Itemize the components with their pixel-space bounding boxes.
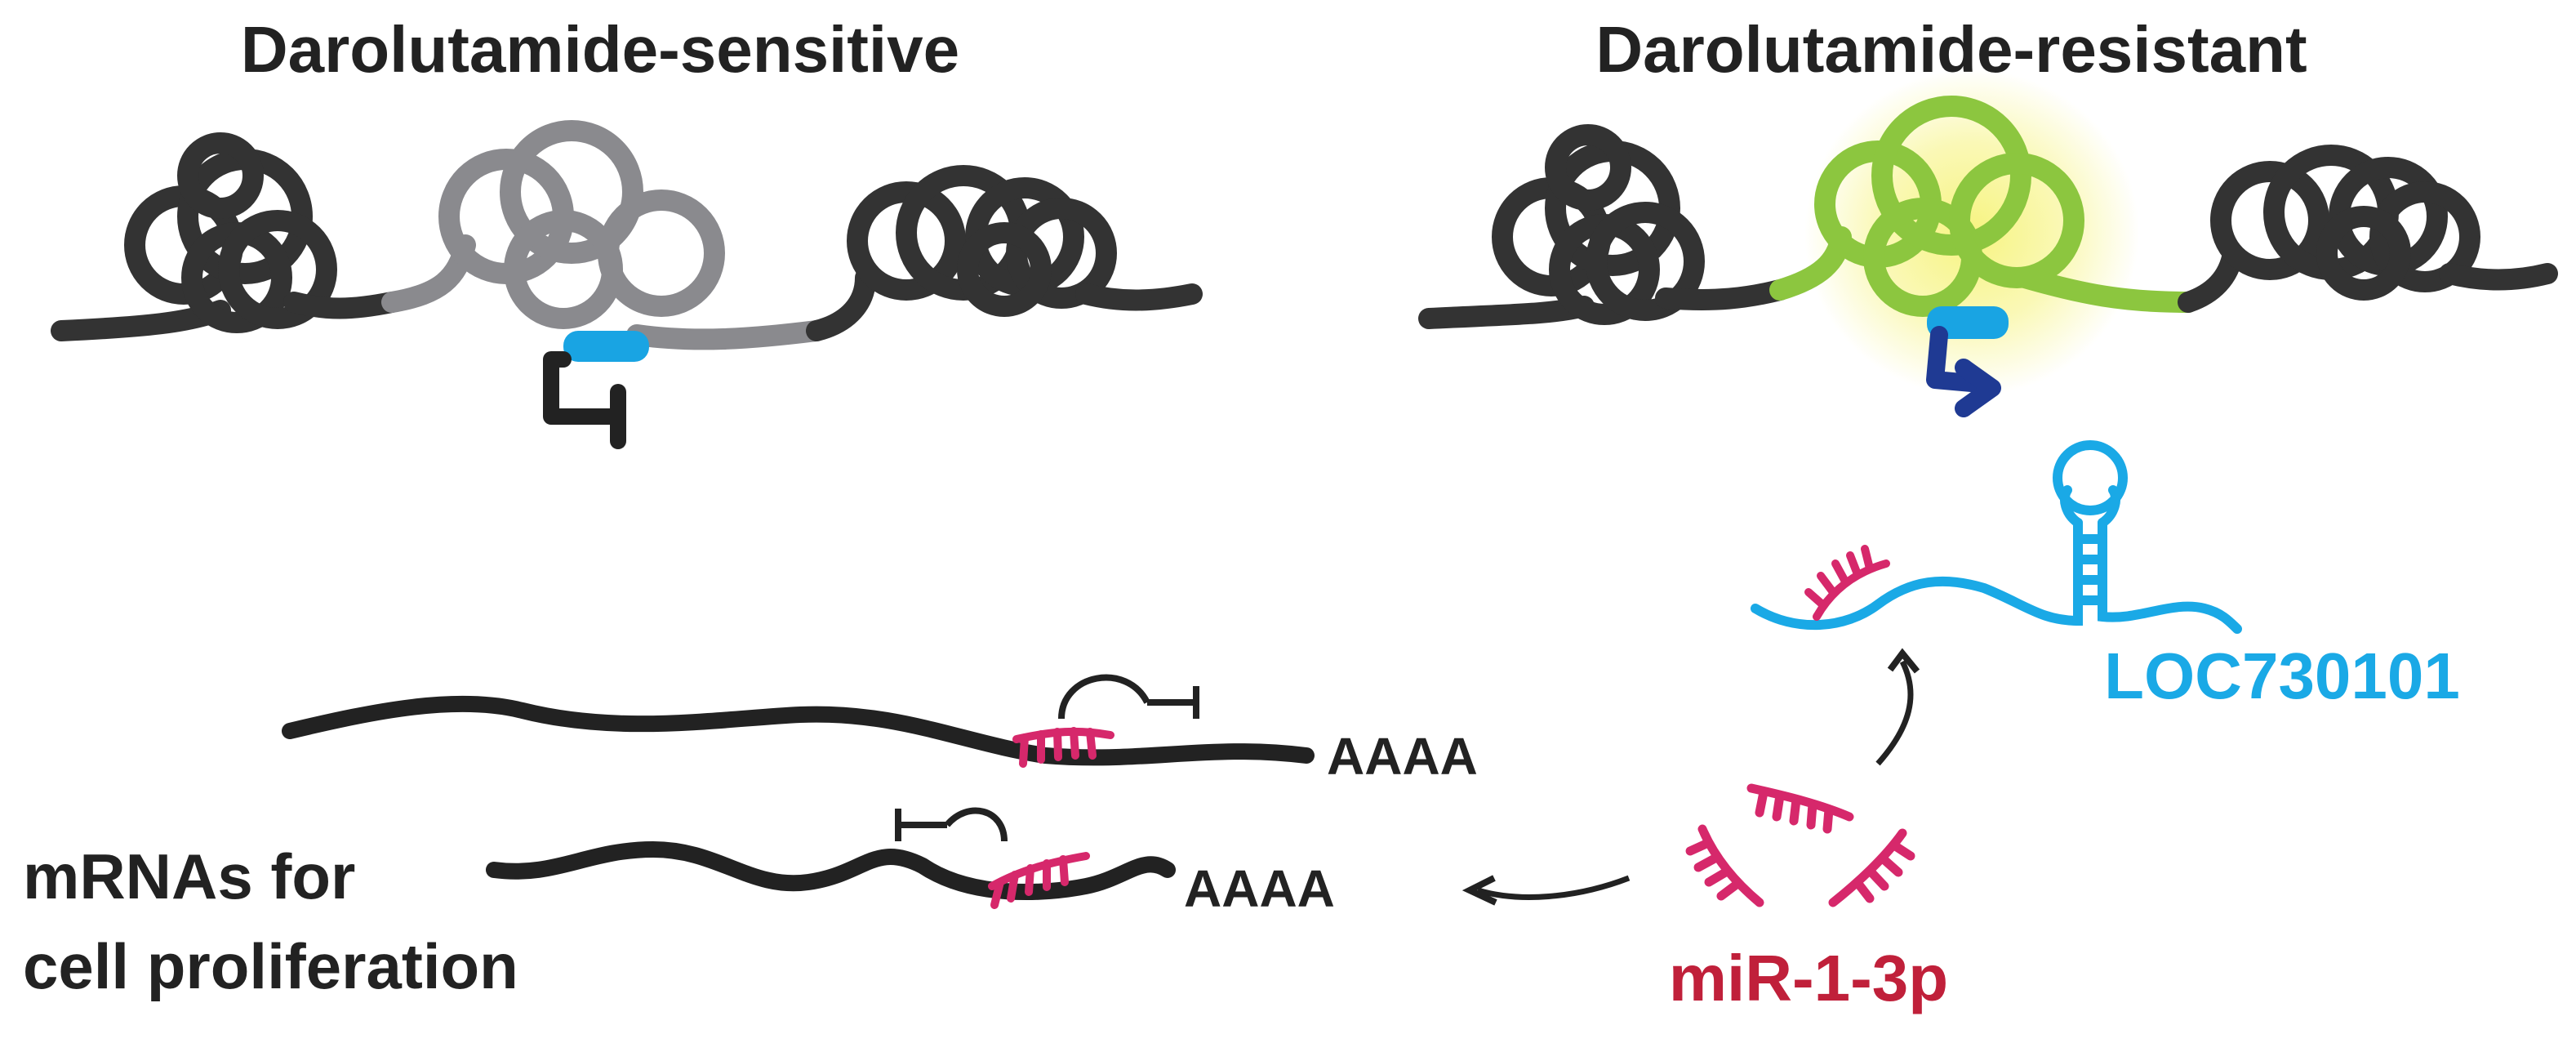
repression-arrow	[1462, 875, 1631, 906]
sensitive-chromatin	[51, 120, 1203, 449]
closed-chromatin-coil-right	[806, 165, 1203, 341]
closed-chromatin-coil-left	[51, 132, 403, 341]
open-promoter-region	[1769, 96, 2199, 317]
resistant-chromatin	[1418, 96, 2558, 417]
closed-chromatin-coil-left-r	[1418, 124, 1791, 329]
left-panel-title: Darolutamide-sensitive	[241, 13, 959, 86]
mirna-on-mrna-2	[988, 852, 1090, 909]
polya-tail-1: AAAA	[1327, 727, 1478, 786]
mirna-bound-lncrna	[1804, 545, 1890, 621]
mrna-1-inhibition	[1058, 674, 1199, 720]
mrna-1	[282, 695, 1315, 766]
mrna-2	[486, 840, 1176, 901]
closed-promoter-region	[381, 120, 827, 350]
mrna-2-inhibition	[895, 807, 1008, 842]
promoter-box-left	[563, 331, 649, 362]
mirna-free-3	[1828, 828, 1915, 907]
mirna-label: miR-1-3p	[1669, 942, 1948, 1014]
lncrna-loc730101	[1751, 440, 2242, 634]
mirna-free-1	[1746, 783, 1854, 834]
mrna-target-label-line1: mRNAs for	[23, 840, 355, 912]
mrna-target-label-line2: cell proliferation	[23, 930, 518, 1002]
blocked-transcription-icon	[543, 351, 626, 449]
promoter-box-right	[1927, 306, 2009, 339]
free-mirnas	[1685, 783, 1915, 907]
mirna-on-mrna-1	[1012, 727, 1114, 768]
lncrna-label: LOC730101	[2104, 640, 2460, 712]
polya-tail-2: AAAA	[1184, 859, 1335, 918]
active-transcription-arrow	[1926, 326, 2001, 417]
mirna-free-2	[1685, 824, 1764, 907]
closed-chromatin-coil-right-r	[2178, 145, 2558, 313]
sponge-arrow	[1875, 648, 1920, 766]
